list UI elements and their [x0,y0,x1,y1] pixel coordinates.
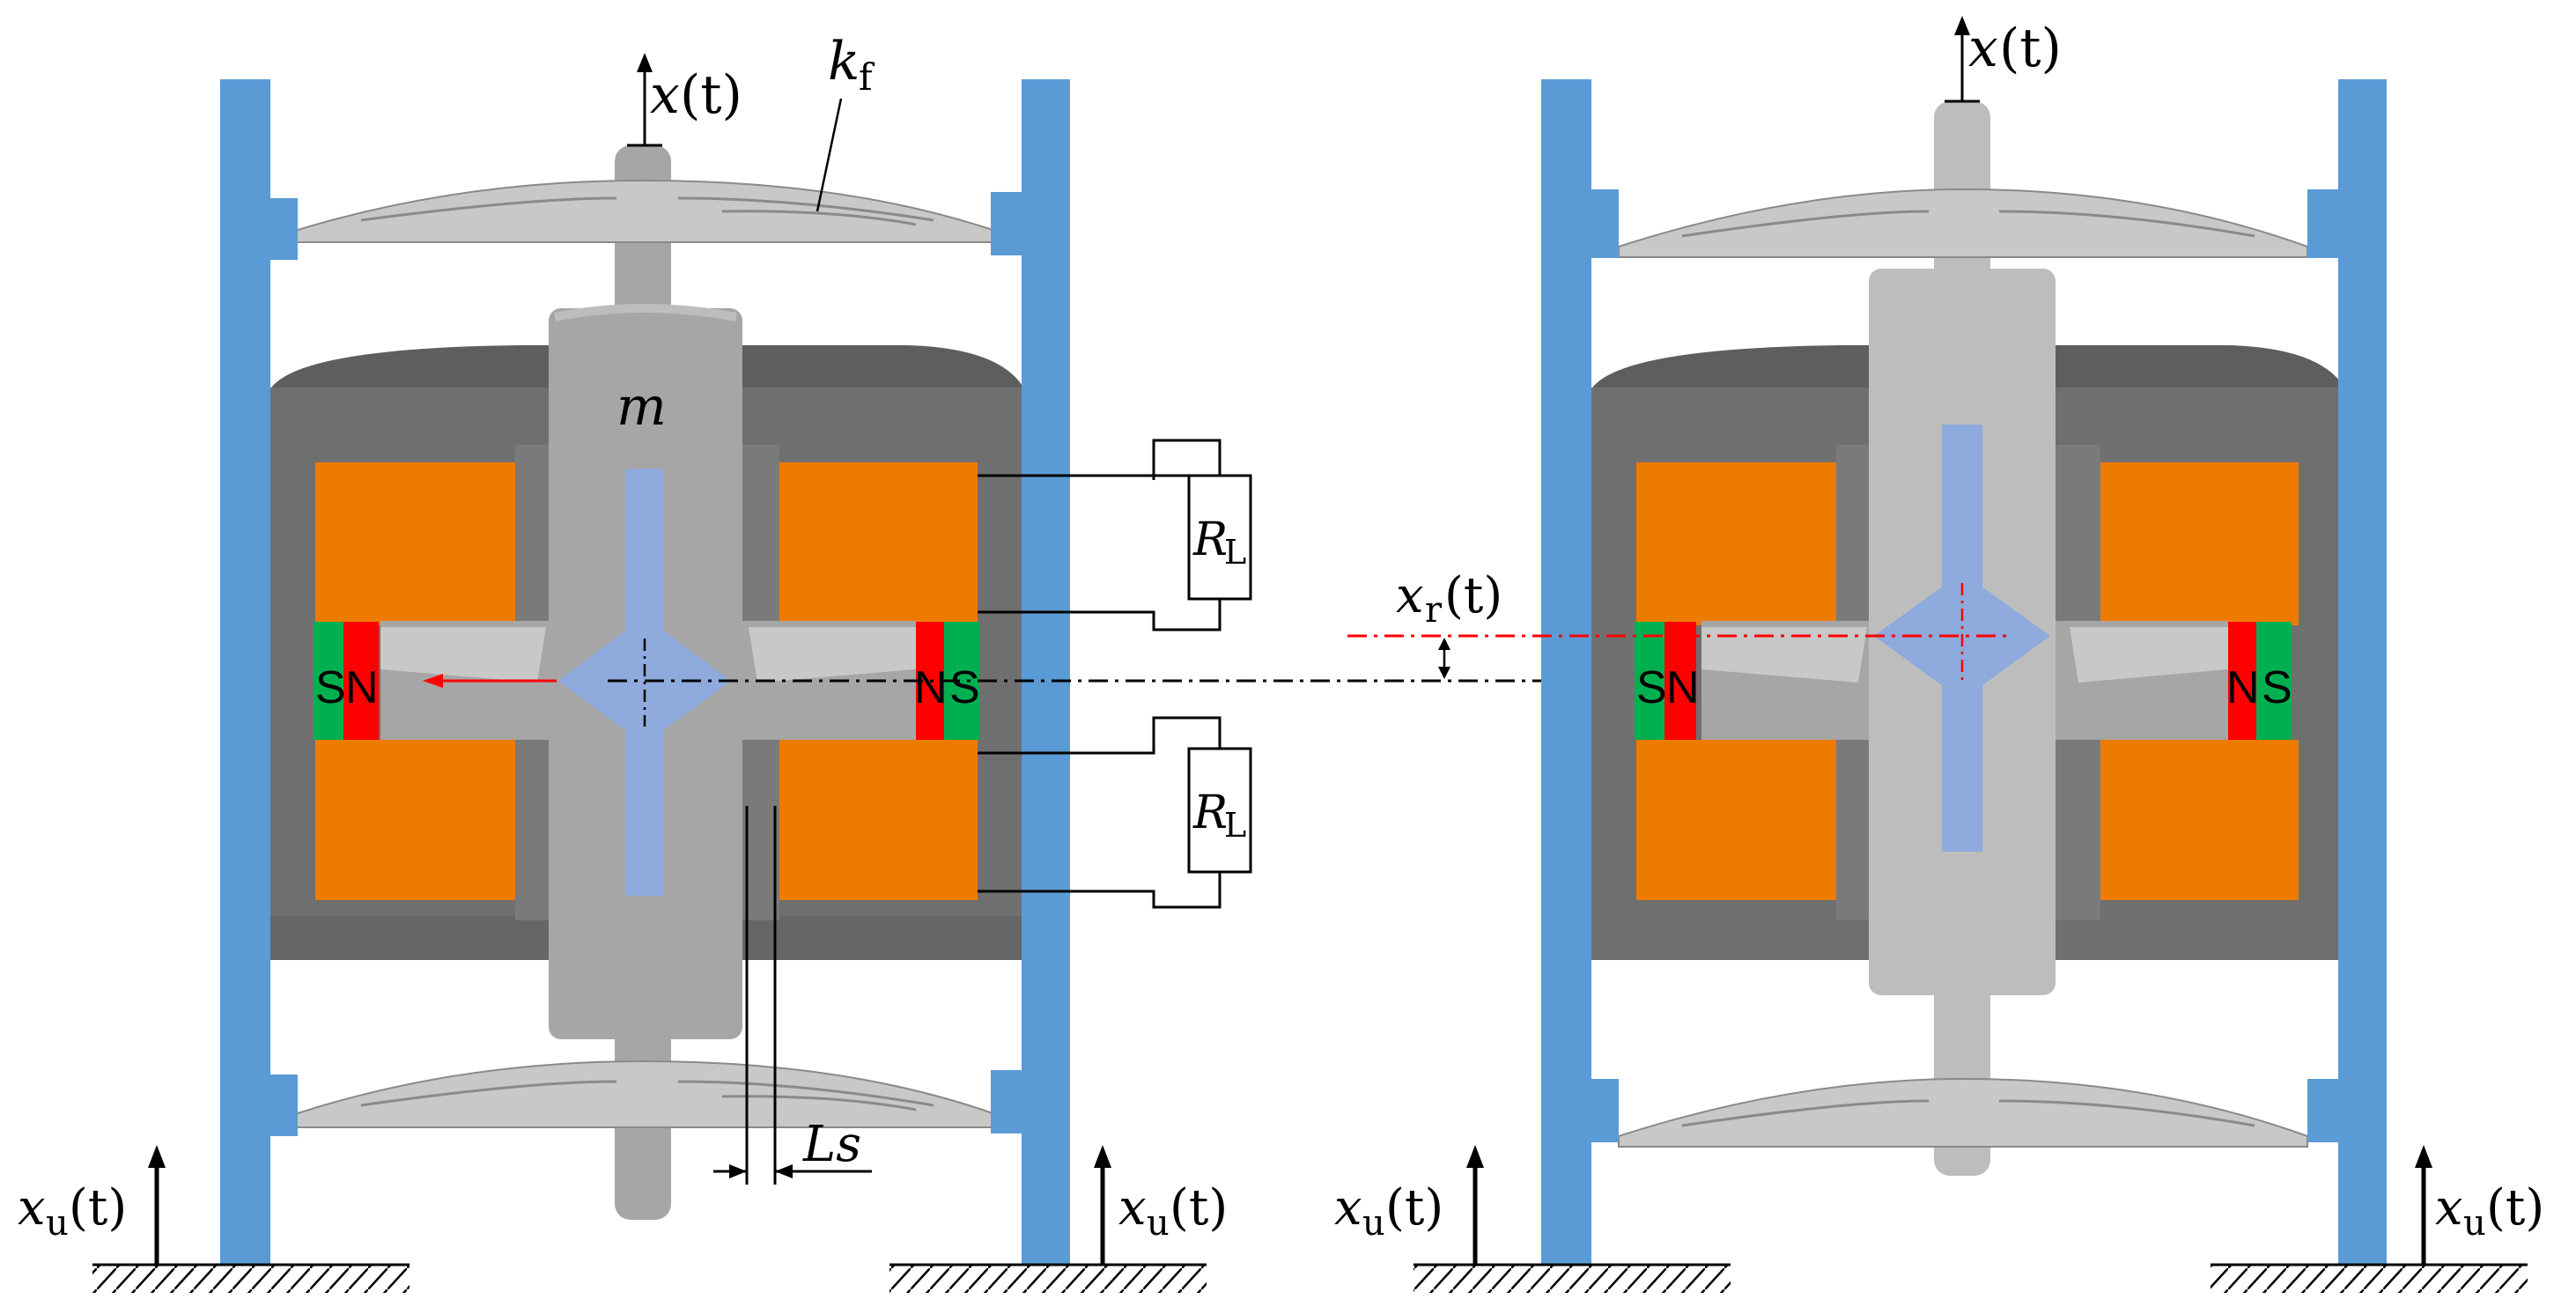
xu-arg-2: (t) [1170,1179,1228,1237]
xu-sub-2: u [1147,1203,1170,1244]
right-frame-post-left [1541,79,1591,1264]
resistor-circuits [978,439,1252,909]
x-top-left-arg: (t) [680,64,742,126]
grounds [92,1263,2528,1293]
xu-sub-1: u [46,1203,69,1244]
resistor-lower [1187,747,1252,874]
right-magnet-red-a [1664,622,1696,740]
resistor-upper [1187,474,1252,601]
left-frame-clip-tl [268,198,298,260]
xu-label-2: x [1118,1179,1147,1237]
right-device: S N N S [1541,79,2387,1264]
left-frame-clip-tr [991,192,1022,255]
left-spring-bottom [294,1060,996,1128]
resistor-upper-label: R [1192,513,1228,566]
xu-sub-3: u [1362,1203,1385,1244]
left-magnet-label-n2: N [914,662,948,713]
xr-subscript: r [1425,590,1443,631]
xr-label: x [1396,567,1424,624]
resistor-upper-subscript: L [1224,533,1246,572]
xu-label-1: x [18,1179,46,1237]
xr-arg: (t) [1444,567,1502,624]
left-frame-post-left [220,79,270,1264]
resistor-lower-subscript: L [1224,806,1246,845]
left-magnet-label-s1: S [315,662,346,713]
left-frame-clip-bl [268,1074,298,1136]
xu-arg-1: (t) [69,1179,127,1237]
xu-label-3: x [1334,1179,1362,1237]
right-magnet-green-b [2256,622,2292,740]
kf-subscript: f [859,55,875,99]
right-magnet-label-s2: S [2262,662,2292,713]
left-frame-post-right [1022,79,1070,1264]
right-magnet-label-s1: S [1636,662,1667,713]
xu-arrows [148,1145,2432,1265]
xu-arg-3: (t) [1385,1179,1443,1237]
left-magnet-label-s2: S [949,662,980,713]
left-spring-top [294,179,996,243]
x-top-right-label: x [1968,18,1998,79]
left-frame-clip-br [991,1070,1022,1133]
x-top-left-label: x [650,64,680,126]
mass-label: m [616,376,667,438]
left-magnet-green-a [314,622,343,740]
resistor-lower-label: R [1192,786,1228,839]
xu-sub-4: u [2463,1203,2486,1244]
right-magnet-red-b [2228,622,2256,740]
gap-label: Ls [802,1116,861,1173]
right-spring-bottom [1618,1077,2308,1148]
xu-arg-4: (t) [2486,1179,2544,1237]
kf-label: k [828,31,860,92]
x-top-right-arg: (t) [1999,18,2062,79]
right-magnet-label-n1: N [1666,662,1700,713]
left-device: S N N S Ls [220,79,1070,1264]
right-frame-post-right [2338,79,2387,1264]
left-magnet-red-a [343,622,379,740]
right-magnet-label-n2: N [2226,662,2260,713]
right-magnet-green-a [1635,622,1664,740]
left-magnet-label-n1: N [345,662,379,713]
xu-label-4: x [2435,1179,2463,1237]
right-spring-top [1618,188,2308,258]
